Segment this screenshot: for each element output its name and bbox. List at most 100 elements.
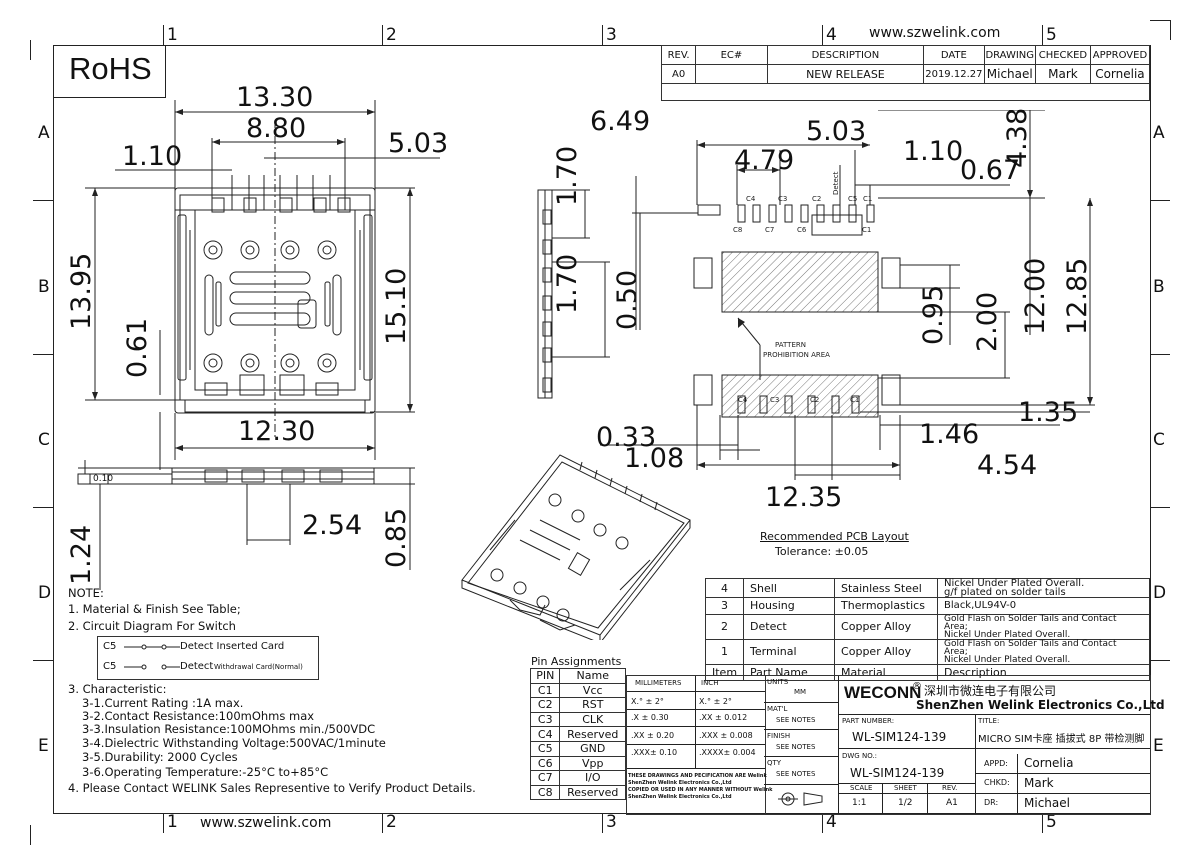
grid-tick [33,354,53,355]
site-url-top[interactable]: www.szwelink.com [869,25,1001,41]
switch1-pin: C5 [103,641,117,652]
mat-material-2: Copper Alloy [834,613,939,640]
rohs-box: RoHS [53,45,166,98]
pin-c8-name: Reserved [559,784,626,801]
dim-5-03: 5.03 [388,128,449,159]
qty-label: QTY [767,759,782,767]
tb-divider [838,783,975,784]
title-block: UNITS MM MAT'L SEE NOTES FINISH SEE NOTE… [764,675,1165,815]
pcb-dim-12-00: 12.00 [1020,257,1051,335]
pin-c6-name: Vpp [559,755,626,772]
pattern-label: PATTERN [775,341,806,349]
tb-divider-v [927,783,928,814]
tb-divider [975,773,1150,774]
tb-divider [838,748,1150,749]
grid-col-4: 4 [826,25,837,45]
appd-value: Cornelia [1024,756,1074,770]
grid-col-3: 3 [606,25,617,45]
pin-c5-name: GND [559,740,626,757]
company-en: ShenZhen Welink Electronics Co.,Ltd [916,698,1165,712]
pcb-dim-4-79: 4.79 [734,145,795,176]
pin-assignments-title: Pin Assignments [531,655,622,668]
prohibition-label: PROHIBITION AREA [763,351,830,359]
pin-c8: C8 [529,784,561,801]
dim-0-61: 0.61 [122,317,153,378]
rev-value: A1 [946,798,958,808]
tb-divider [764,756,838,757]
pcb-pin-c4-upper: C4 [746,195,756,203]
grid-tick [382,813,383,833]
dim-2-54: 2.54 [302,510,363,541]
dim-1-10: 1.10 [122,141,183,172]
grid-tick [602,25,603,45]
pin-c1-name: Vcc [559,682,626,699]
switch2-symbol [124,664,180,670]
title-label: TITLE: [978,717,1000,725]
grid-col-4-bottom: 4 [826,812,837,832]
tb-divider-v [975,714,976,814]
frame-top [53,45,1150,46]
grid-tick [33,660,53,661]
grid-tick [163,813,164,833]
dwg-value: WL-SIM124-139 [850,766,945,780]
pcb-pin-c2-upper: C2 [812,195,821,203]
tol-notice-4: ShenZhen Welink Electronics Co.,Ltd [628,794,732,800]
pcb-dim-5-03: 5.03 [806,116,867,147]
name-header: Name [559,668,626,684]
pcb-pin-c1-upper: C1 [863,195,872,203]
site-url-bottom[interactable]: www.szwelink.com [200,815,332,831]
dim-8-80: 8.80 [246,113,307,144]
tol-divider [627,726,765,727]
pcb-dim-12-85: 12.85 [1062,257,1093,335]
grid-tick [822,25,823,45]
frame-left [53,45,54,813]
scale-value: 1:1 [852,798,867,808]
tol-divider [627,744,765,745]
tol-r3b: .XXX ± 0.008 [699,731,753,740]
scale-label: SCALE [850,784,873,792]
pin-c6: C6 [529,755,561,772]
switch2-pin: C5 [103,661,117,672]
sheet-value: 1/2 [898,798,913,808]
mat-desc-3: Black,UL94V-0 [937,597,1150,615]
pin-c2-name: RST [559,697,626,713]
pcb-pin-c1-lower: C1 [862,226,871,234]
grid-col-5: 5 [1046,25,1057,45]
note-3-4: 3-4.Dielectric Withstanding Voltage:500V… [82,736,386,750]
mat-item-3: 3 [704,597,745,615]
pin-c3-name: CLK [559,711,626,728]
brand-reg-mark: ® [912,681,922,692]
pcb-bottom-c4: C4 [738,396,748,404]
pin-c5: C5 [529,740,561,757]
pcb-pin-c8: C8 [733,226,742,234]
side-dim-1-70-b: 1.70 [552,253,583,314]
rohs-label: RoHS [69,51,152,86]
grid-tick [1150,354,1170,355]
tol-r2a: .X ± 0.30 [631,713,669,722]
tol-r4b: .XXXX± 0.004 [699,748,756,757]
grid-tick [33,507,53,508]
pin-c4: C4 [529,726,561,742]
pin-c7: C7 [529,770,561,786]
switch2-text: Detect [180,661,214,672]
mat-name-3: Housing [743,597,836,615]
pcb-dim-12-35: 12.35 [765,482,843,513]
grid-tick [33,200,53,201]
pcb-dim-4-54: 4.54 [977,450,1038,481]
tol-r3a: .XX ± 0.20 [631,731,675,740]
dim-1-24: 1.24 [66,524,97,585]
pcb-dim-0-95: 0.95 [918,284,949,345]
grid-row-a: A [38,123,50,143]
revision-blank-row [661,83,1150,101]
pcb-caption: Recommended PCB Layout [760,530,909,543]
tb-divider [975,793,1150,794]
tol-r2b: .XX ± 0.012 [699,713,748,722]
grid-col-5-bottom: 5 [1046,812,1057,832]
tb-divider-v [838,676,839,814]
drawing-value: Michael [983,64,1036,84]
tol-notice-3: COPIED OR USED IN ANY MANNER WITHOUT Wel… [628,787,773,793]
materials-table: 4 Shell Stainless Steel Nickel Under Pla… [704,578,1150,682]
tol-r4a: .XXX± 0.10 [631,748,678,757]
pcb-dim-0-33: 0.33 [596,422,657,453]
switch2-small: Withdrawal Card(Normal) [214,663,303,671]
